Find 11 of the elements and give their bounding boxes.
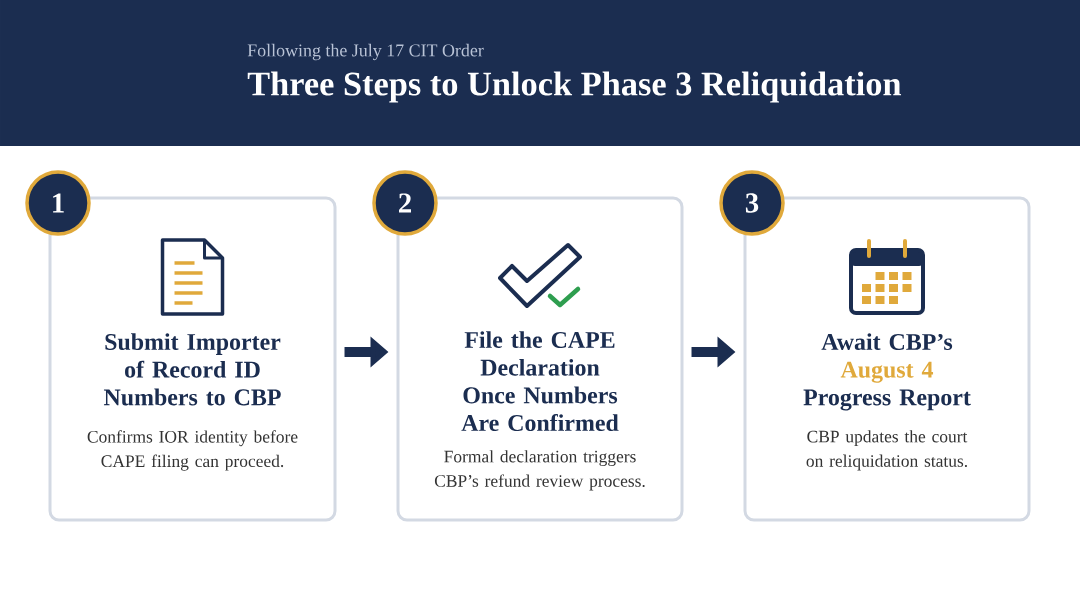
- step-description: Confirms IOR identity before CAPE filing can proceed.: [87, 430, 298, 471]
- step-description: CBP updates the court on reliquidation status.: [806, 430, 968, 471]
- step-heading: Submit Importer of Record ID Numbers to CBP: [103, 333, 281, 406]
- step-number-badge: 3: [719, 170, 785, 236]
- step-number-badge: 1: [25, 170, 91, 236]
- step-heading: File the CAPE Declaration Once Numbers Are Confirmed: [461, 331, 619, 432]
- subtitle: Following the July 17 CIT Order: [247, 43, 484, 61]
- step-heading: Await CBP’s August 4 Progress Report: [803, 333, 971, 411]
- step-description: Formal declaration triggers CBP’s refund review process.: [434, 450, 645, 491]
- title: Three Steps to Unlock Phase 3 Reliquidation: [247, 71, 902, 103]
- step-number-badge: 2: [372, 170, 438, 236]
